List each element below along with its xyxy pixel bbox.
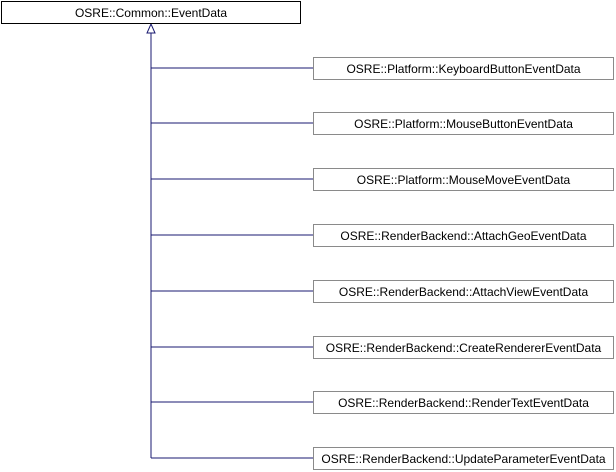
derived-class-node-mouse-button[interactable]: OSRE::Platform::MouseButtonEventData — [313, 112, 614, 135]
derived-class-node-update-parameter[interactable]: OSRE::RenderBackend::UpdateParameterEven… — [313, 447, 614, 470]
inheritance-arrowhead — [146, 22, 156, 34]
derived-class-node-mouse-move[interactable]: OSRE::Platform::MouseMoveEventData — [313, 168, 614, 191]
derived-class-node-render-text[interactable]: OSRE::RenderBackend::RenderTextEventData — [313, 391, 614, 414]
derived-class-node-keyboard-button[interactable]: OSRE::Platform::KeyboardButtonEventData — [313, 57, 614, 80]
derived-class-node-create-renderer[interactable]: OSRE::RenderBackend::CreateRendererEvent… — [313, 336, 614, 359]
derived-class-node-attach-geo[interactable]: OSRE::RenderBackend::AttachGeoEventData — [313, 224, 614, 247]
derived-class-node-attach-view[interactable]: OSRE::RenderBackend::AttachViewEventData — [313, 280, 614, 303]
base-class-node[interactable]: OSRE::Common::EventData — [1, 1, 301, 24]
